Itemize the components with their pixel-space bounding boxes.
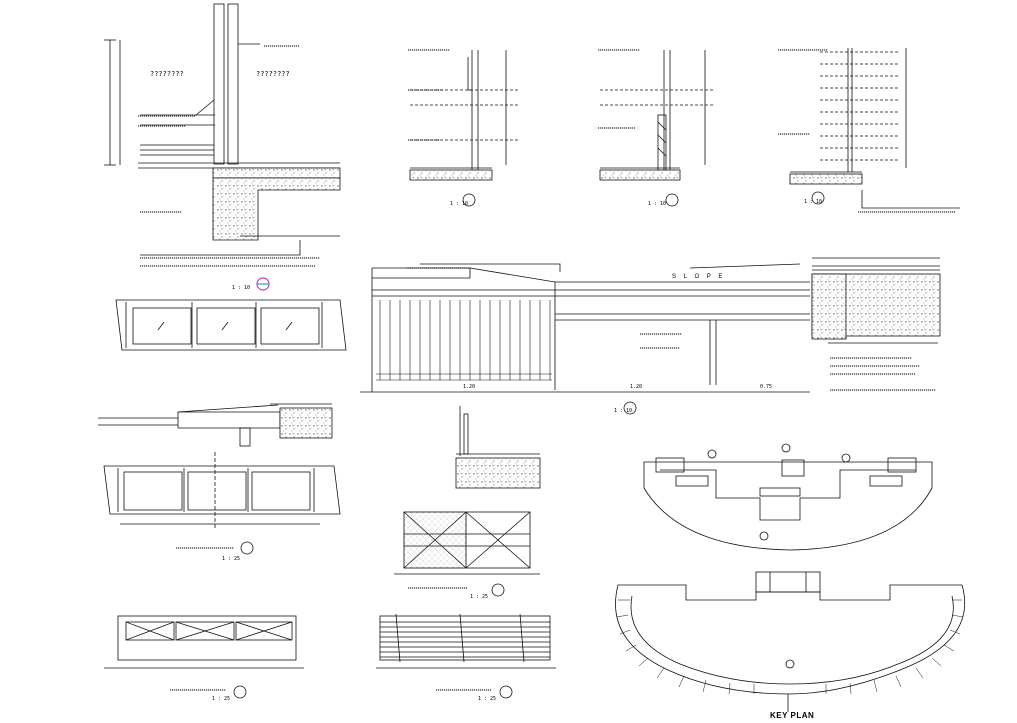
scale-label-7: 1 : 25 bbox=[470, 594, 488, 600]
scale-label-1: 1 : 10 bbox=[232, 285, 250, 291]
corner-section bbox=[455, 406, 541, 489]
scale-label-3: 1 : 10 bbox=[648, 201, 666, 207]
railing-elevation-2 bbox=[103, 452, 341, 555]
detail-wall-slab-section bbox=[104, 3, 341, 256]
dim-label-a: 1.20 bbox=[463, 384, 475, 390]
fence-elevation-bottom-1 bbox=[104, 615, 304, 699]
slope-label: S L O P E bbox=[672, 274, 725, 280]
scale-label-5: 1 : 10 bbox=[614, 408, 632, 414]
key-plan bbox=[615, 443, 966, 712]
railing-elevation-1 bbox=[115, 299, 347, 351]
section-label-left: ???????? bbox=[150, 70, 184, 78]
scale-label-8: 1 : 25 bbox=[212, 696, 230, 702]
scale-label-6: 1 : 25 bbox=[222, 556, 240, 562]
scale-label-2: 1 : 10 bbox=[450, 201, 468, 207]
key-plan-title: KEY PLAN bbox=[770, 711, 814, 720]
detail-section-3 bbox=[599, 50, 715, 207]
fence-bars bbox=[376, 300, 552, 381]
key-plan-tiles bbox=[616, 599, 964, 695]
dim-label-c: 0.75 bbox=[760, 384, 772, 390]
threshold-section bbox=[98, 403, 333, 447]
detail-long-section-slope bbox=[360, 257, 941, 415]
gate-elevation-x bbox=[394, 511, 540, 597]
scale-label-4: 1 : 10 bbox=[804, 199, 822, 205]
section-label-right: ???????? bbox=[256, 70, 290, 78]
dim-label-b: 1.20 bbox=[630, 384, 642, 390]
scale-label-9: 1 : 25 bbox=[478, 696, 496, 702]
annotation-notes bbox=[138, 45, 956, 691]
scale-symbol-icon bbox=[256, 277, 270, 291]
fence-elevation-bottom-2 bbox=[376, 613, 556, 699]
detail-section-4-louvres bbox=[789, 48, 960, 209]
detail-section-2 bbox=[409, 50, 520, 207]
